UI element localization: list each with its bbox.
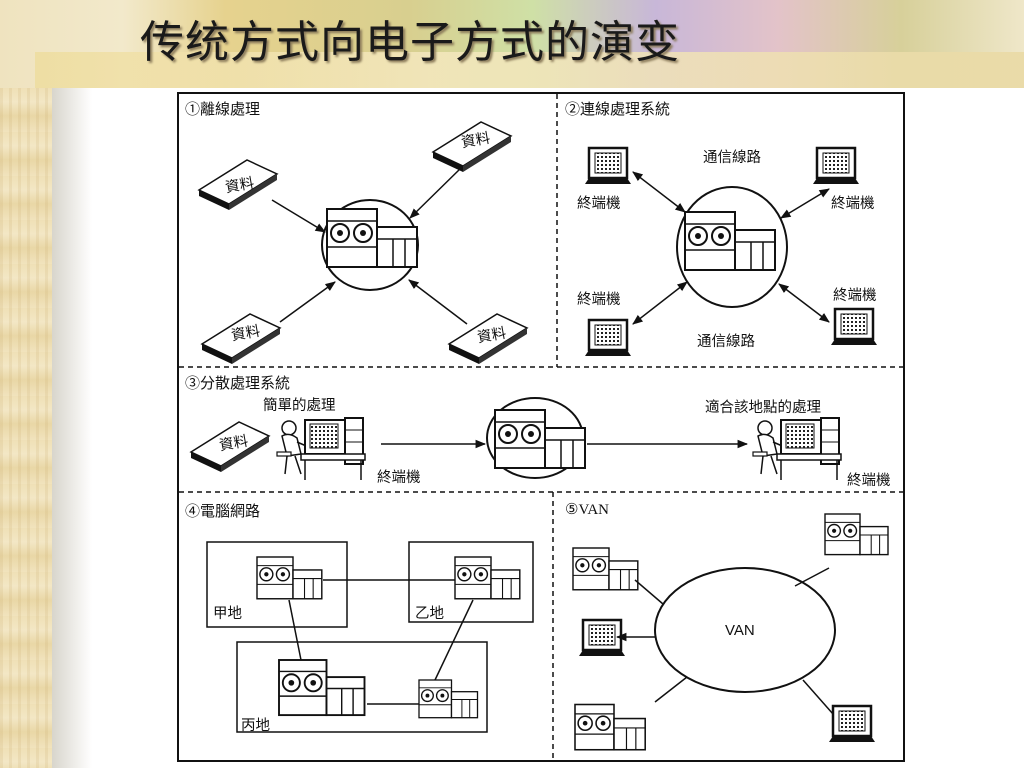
van-label: VAN [725, 622, 755, 639]
site-b-label: 乙地 [415, 606, 444, 622]
terminal-label: 終端機 [831, 196, 875, 212]
site-a-label: 甲地 [213, 606, 242, 622]
terminal-label: 終端機 [577, 196, 621, 212]
panel-offline [198, 121, 528, 365]
evolution-diagram: ①離線處理 資料 資料 資料 資料 ②連線處理系統 通信線路 通信線路 終端機 … [177, 92, 905, 762]
title-banner-band [35, 52, 1024, 88]
panel-network-title: ④電腦網路 [185, 504, 261, 520]
terminal-label: 終端機 [377, 470, 421, 486]
panel-distributed-title: ③分散處理系統 [185, 376, 291, 392]
parchment-strip [0, 0, 52, 768]
diagram-drawing [177, 92, 905, 762]
panel-van [572, 513, 889, 751]
panel-online-title: ②連線處理系統 [565, 102, 671, 118]
terminal-label: 終端機 [833, 288, 877, 304]
panel-van-title: ⑤VAN [565, 502, 610, 518]
panel-distributed [190, 397, 842, 481]
site-c-label: 丙地 [241, 718, 270, 734]
panel-network [206, 541, 534, 733]
simple-processing-label: 簡單的處理 [263, 398, 336, 414]
local-processing-label: 適合該地點的處理 [705, 400, 821, 416]
terminal-label: 終端機 [577, 292, 621, 308]
comm-line-label: 通信線路 [697, 334, 755, 350]
slide-title: 传统方式向电子方式的演变 [140, 17, 680, 68]
panel-online [583, 146, 879, 358]
slide-shadow [52, 86, 92, 768]
panel-offline-title: ①離線處理 [185, 102, 261, 118]
figure-frame [177, 92, 905, 762]
comm-line-label: 通信線路 [703, 150, 761, 166]
terminal-label: 終端機 [847, 473, 891, 489]
